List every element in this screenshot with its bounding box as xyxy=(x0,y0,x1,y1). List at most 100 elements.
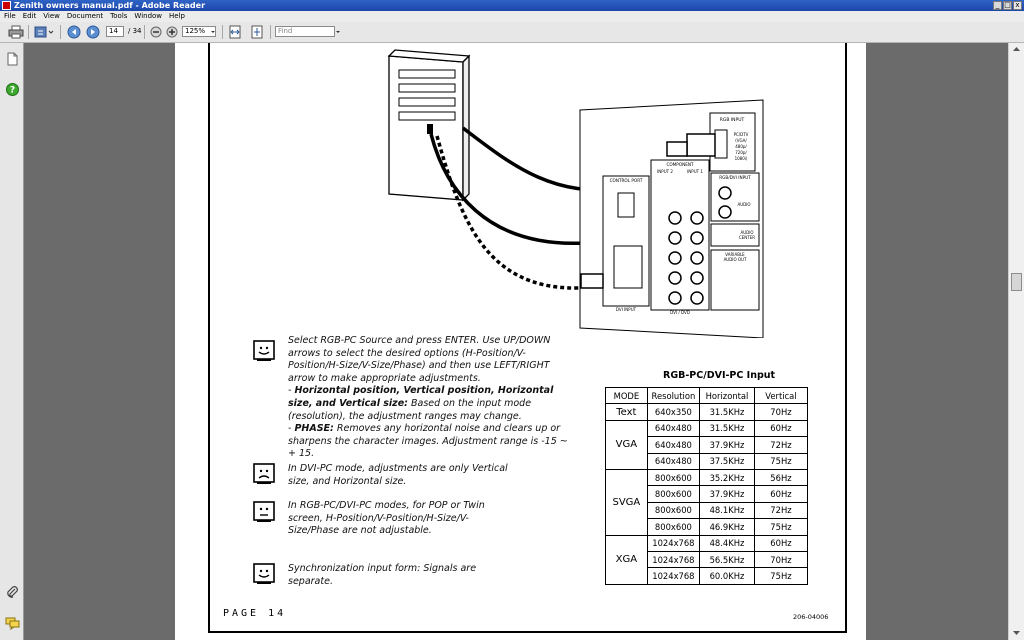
vertical-scrollbar[interactable] xyxy=(1008,43,1024,640)
svg-text:DVI INPUT: DVI INPUT xyxy=(616,307,637,312)
find-input[interactable]: Find xyxy=(275,26,335,37)
menu-file[interactable]: File xyxy=(4,12,16,20)
vertical-cell: 75Hz xyxy=(753,452,809,470)
vertical-cell: 60Hz xyxy=(753,485,809,503)
menu-bar: File Edit View Document Tools Window Help xyxy=(0,11,1024,22)
print-icon[interactable] xyxy=(8,25,24,39)
menu-tools[interactable]: Tools xyxy=(110,12,128,20)
horizontal-cell: 31.5KHz xyxy=(699,419,755,438)
page-label: PAGE 14 xyxy=(223,608,287,619)
pc-tower-illustration xyxy=(387,49,471,202)
svg-text:480p/: 480p/ xyxy=(735,144,747,149)
table-header-row: MODE Resolution Horizontal Vertical xyxy=(605,386,809,405)
rgb-input-label: RGB INPUT xyxy=(720,117,745,123)
zoom-out-icon[interactable] xyxy=(150,25,162,39)
mode-cell: XGA xyxy=(605,534,648,585)
arrow-left-icon[interactable] xyxy=(67,25,81,39)
scroll-up-arrow-icon[interactable] xyxy=(1012,45,1021,54)
table-title: RGB-PC/DVI-PC Input xyxy=(663,370,776,381)
page-total: / 34 xyxy=(128,27,142,35)
resolution-cell: 800x600 xyxy=(646,468,701,487)
col-vertical: Vertical xyxy=(753,386,809,405)
col-mode: MODE xyxy=(605,386,648,405)
note-phase-text: Removes any horizontal noise and clears … xyxy=(288,423,568,460)
note-phase-label: PHASE: xyxy=(294,423,334,435)
scroll-down-arrow-icon[interactable] xyxy=(1012,628,1021,637)
note-dvi-pc: In DVI-PC mode, adjustments are only Ver… xyxy=(288,463,508,487)
vertical-cell: 72Hz xyxy=(753,501,809,520)
tools-icon[interactable] xyxy=(34,25,54,39)
fit-page-icon[interactable] xyxy=(250,25,264,39)
menu-edit[interactable]: Edit xyxy=(22,12,37,20)
horizontal-cell: 31.5KHz xyxy=(699,403,755,421)
window-title: Zenith owners manual.pdf - Adobe Reader xyxy=(14,1,206,10)
menu-help[interactable]: Help xyxy=(169,12,185,20)
svg-text:DVI / DVD: DVI / DVD xyxy=(670,310,690,315)
help-icon[interactable]: ? xyxy=(6,83,19,96)
horizontal-cell: 37.9KHz xyxy=(699,485,755,503)
svg-text:1080i): 1080i) xyxy=(735,156,748,161)
resolution-cell: 640x480 xyxy=(646,419,701,438)
svg-text:CENTER: CENTER xyxy=(739,235,755,240)
comments-icon[interactable] xyxy=(5,617,20,630)
horizontal-cell: 60.0KHz xyxy=(699,567,755,585)
document-code: 206-04006 xyxy=(793,613,829,621)
pdf-page: RGB INPUT PC/DTV (VGA/ 480p/ 720p/ 1080i… xyxy=(175,43,866,640)
svg-text:AUDIO: AUDIO xyxy=(737,202,750,207)
col-horizontal: Horizontal xyxy=(699,386,755,405)
resolution-cell: 800x600 xyxy=(646,518,701,536)
vertical-cell: 56Hz xyxy=(753,468,809,487)
menu-view[interactable]: View xyxy=(43,12,60,20)
svg-text:COMPONENT: COMPONENT xyxy=(666,162,694,167)
navigation-panel: ? xyxy=(0,43,24,640)
page-number-input[interactable]: 14 xyxy=(106,26,124,37)
svg-text:INPUT 1: INPUT 1 xyxy=(687,169,703,174)
happy-face-icon xyxy=(253,340,275,361)
table-row: XGA 1024x768 48.4KHz 60Hz xyxy=(605,534,809,585)
arrow-right-icon[interactable] xyxy=(86,25,100,39)
table-row: Text 640x350 31.5KHz 70Hz xyxy=(605,403,809,421)
happy-face-icon xyxy=(253,563,275,584)
title-bar: Zenith owners manual.pdf - Adobe Reader … xyxy=(0,0,1024,11)
resolution-cell: 640x480 xyxy=(646,452,701,470)
note-adjustments-intro: Select RGB-PC Source and press ENTER. Us… xyxy=(288,335,551,384)
table-row: 1024x768 60.0KHz 75Hz xyxy=(606,567,809,585)
vertical-cell: 70Hz xyxy=(753,550,809,569)
horizontal-cell: 48.4KHz xyxy=(699,534,755,552)
svg-text:AUDIO OUT: AUDIO OUT xyxy=(724,257,747,262)
svg-text:VARIABLE: VARIABLE xyxy=(725,252,745,257)
menu-window[interactable]: Window xyxy=(134,12,163,20)
find-options-chevron-icon[interactable] xyxy=(335,25,341,39)
fit-width-icon[interactable] xyxy=(228,25,242,39)
scroll-thumb[interactable] xyxy=(1011,273,1022,291)
paperclip-icon[interactable] xyxy=(6,586,19,599)
horizontal-cell: 48.1KHz xyxy=(699,501,755,520)
toolbar: 14 / 34 125% Find xyxy=(0,22,1024,43)
table-row: 640x480 37.5KHz 75Hz xyxy=(606,452,809,470)
table-row: SVGA 800x600 35.2KHz 56Hz xyxy=(605,468,809,536)
close-button[interactable]: x xyxy=(1013,1,1022,10)
note-sync: Synchronization input form: Signals are … xyxy=(288,563,477,587)
svg-text:INPUT 2: INPUT 2 xyxy=(657,169,673,174)
input-timing-table: MODE Resolution Horizontal Vertical Text… xyxy=(605,386,809,585)
zoom-select[interactable]: 125% xyxy=(182,26,216,37)
horizontal-cell: 37.5KHz xyxy=(699,452,755,470)
table-row: VGA 640x480 31.5KHz 60Hz xyxy=(605,419,809,470)
resolution-cell: 1024x768 xyxy=(646,534,701,552)
vertical-cell: 70Hz xyxy=(753,403,809,421)
note-position-label: Horizontal position, Vertical position, … xyxy=(288,385,554,409)
vertical-cell: 75Hz xyxy=(753,518,809,536)
zoom-in-icon[interactable] xyxy=(166,25,178,39)
vertical-cell: 60Hz xyxy=(753,419,809,438)
menu-document[interactable]: Document xyxy=(66,12,104,20)
minimize-button[interactable]: _ xyxy=(993,1,1002,10)
svg-text:RGB/DVI INPUT: RGB/DVI INPUT xyxy=(719,175,751,180)
pages-panel-icon[interactable] xyxy=(6,52,18,66)
resolution-cell: 800x600 xyxy=(646,485,701,503)
vertical-cell: 72Hz xyxy=(753,436,809,454)
chevron-down-icon[interactable] xyxy=(210,25,216,39)
svg-text:(VGA/: (VGA/ xyxy=(735,138,747,143)
mode-cell: SVGA xyxy=(605,468,648,536)
maximize-button[interactable]: □ xyxy=(1003,1,1012,10)
col-resolution: Resolution xyxy=(646,386,701,405)
